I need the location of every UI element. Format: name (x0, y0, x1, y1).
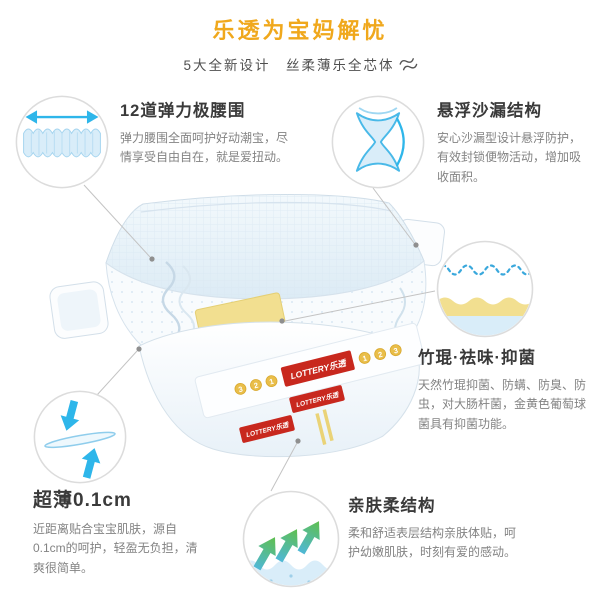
thin-layer-icon (32, 389, 128, 485)
feature-bamboo-heading: 竹琨·祛味·抑菌 (418, 349, 536, 367)
badge-number: 3 (393, 346, 399, 356)
badge-number: 2 (253, 381, 259, 391)
badge-group-left: 3 2 1 (234, 375, 278, 395)
feature-ultrathin-heading: 超薄0.1cm (33, 490, 132, 511)
diaper-left-tab (49, 281, 109, 339)
page-subtitle: 5大全新设计 丝柔薄乐全芯体 (183, 58, 395, 73)
page-title: 乐透为宝妈解忧 (212, 18, 388, 43)
callout-lines (83, 184, 436, 492)
diaper-illustration: 3 2 1 LOTTERY乐透 1 2 3 (49, 194, 445, 458)
subtitle-flourish (397, 54, 418, 74)
badge-number: 1 (362, 354, 368, 364)
feature-bamboo: 竹琨·祛味·抑菌 天然竹琨抑菌、防螨、防臭、防虫，对大肠杆菌，金黄色葡萄球菌具有… (418, 344, 590, 434)
callout-dots (136, 242, 419, 444)
wetness-indicator-stripes (315, 409, 334, 445)
feature-hourglass: 悬浮沙漏结构 安心沙漏型设计悬浮防护，有效封锁便物活动，增加吸收面积。 (437, 97, 587, 187)
feature-ultrathin: 超薄0.1cm 近距离贴合宝宝肌肤，源自0.1cm的呵护，轻盈无负担，清爽很简单… (33, 485, 209, 578)
feature-waistband-heading: 12道弹力极腰围 (120, 102, 246, 120)
feature-ultrathin-body: 近距离贴合宝宝肌肤，源自0.1cm的呵护，轻盈无负担，清爽很简单。 (33, 522, 198, 575)
front-brand-strip: 3 2 1 LOTTERY乐透 1 2 3 (194, 322, 426, 419)
soft-topsheet-arrows-icon (241, 489, 341, 589)
badge-number: 1 (268, 377, 274, 387)
feature-waistband-body: 弹力腰围全面呵护好动潮宝，尽情享受自由自在，就是爱扭动。 (120, 131, 289, 165)
feature-waistband: 12道弹力极腰围 弹力腰围全面呵护好动潮宝，尽情享受自由自在，就是爱扭动。 (120, 97, 288, 168)
feature-hourglass-heading: 悬浮沙漏结构 (437, 102, 542, 120)
feature-bamboo-body: 天然竹琨抑菌、防螨、防臭、防虫，对大肠杆菌，金黄色葡萄球菌具有抑菌功能。 (418, 378, 587, 431)
elastic-waistband-icon (14, 94, 110, 190)
hourglass-core-icon (330, 94, 426, 190)
feature-soft: 亲肤柔结构 柔和舒适表层结构亲肤体贴，呵护幼嫩肌肤，时刻有爱的感动。 (348, 492, 516, 563)
badge-group-right: 1 2 3 (358, 344, 402, 364)
badge-number: 2 (377, 350, 383, 360)
feature-soft-body: 柔和舒适表层结构亲肤体贴，呵护幼嫩肌肤，时刻有爱的感动。 (348, 526, 517, 560)
feature-hourglass-body: 安心沙漏型设计悬浮防护，有效封锁便物活动，增加吸收面积。 (437, 131, 582, 184)
badge-number: 3 (237, 384, 243, 394)
feature-soft-heading: 亲肤柔结构 (348, 497, 436, 515)
absorbent-layers-icon (435, 239, 535, 339)
header: 乐透为宝妈解忧 5大全新设计 丝柔薄乐全芯体 (0, 13, 600, 74)
